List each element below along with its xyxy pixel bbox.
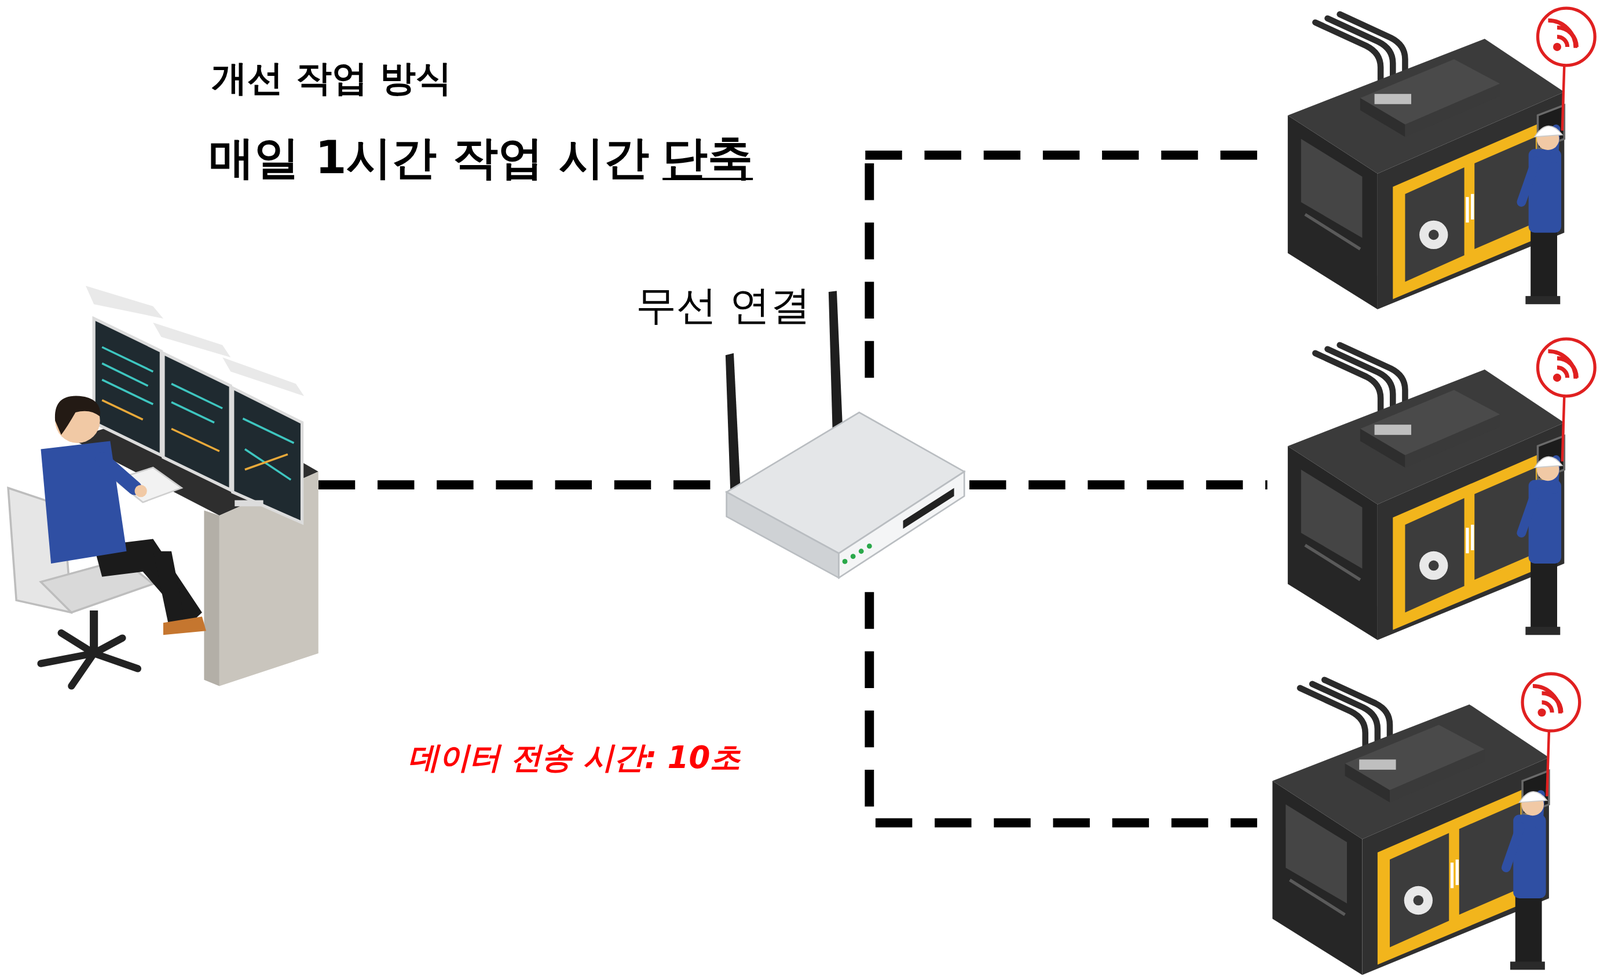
screen-lines [101,379,153,405]
chair-base [61,632,94,654]
router [725,290,965,578]
router-led [850,553,856,559]
headline-row: 매일 1시간 작업 시간단축 [209,130,753,186]
screen-lines [171,401,215,423]
screen-lines [244,449,291,481]
router-led [842,558,848,565]
dashed-link [864,163,874,386]
monitor [93,318,161,456]
chair-post [89,610,98,654]
diagram-title: 개선 작업 방식 [211,56,452,100]
operator [40,396,206,636]
screen-lines [101,346,294,480]
timing-note: 데이터 전송 시간: 10초 [408,738,741,776]
monitor [163,353,231,490]
antenna [828,290,844,435]
monitor-hood [85,286,164,319]
headline-text: 매일 1시간 작업 시간 [209,130,650,186]
router-slot [902,487,954,529]
operator-hair [55,396,101,435]
machine [1287,338,1595,640]
chair-base [93,638,123,654]
link-label: 무선 연결 [635,280,811,330]
screen-bars [244,453,288,470]
workstation [8,286,319,687]
chair-base [93,653,138,669]
desk-front [203,510,219,686]
operator-body [40,440,127,564]
screen-bars [171,428,220,452]
dashed-links [318,155,1268,823]
dashed-link [318,480,720,490]
router-led [866,543,873,549]
dashed-link [865,150,1263,160]
machine [1287,8,1595,310]
screen-lines [242,418,294,443]
monitors [85,286,305,523]
antenna [725,353,741,499]
monitor [232,387,303,523]
monitor-stand [234,500,263,507]
router-left [726,492,840,578]
screen-lines [171,383,223,409]
screen-bars [101,400,288,470]
router-led [858,548,864,554]
chair-base [40,632,138,687]
operator-shoe [163,616,207,636]
dashed-link [869,591,1258,823]
operator-arm [101,459,135,488]
dashed-link [969,480,1268,490]
screen-bars [101,400,143,420]
machine [1272,673,1580,975]
router-front [838,471,965,578]
monitor-hood [152,322,231,358]
monitor-hood [222,357,305,397]
operator-shin [152,551,186,629]
chair-base [71,653,94,686]
headline-emphasis: 단축 [662,130,753,186]
operator-hand [134,484,148,497]
